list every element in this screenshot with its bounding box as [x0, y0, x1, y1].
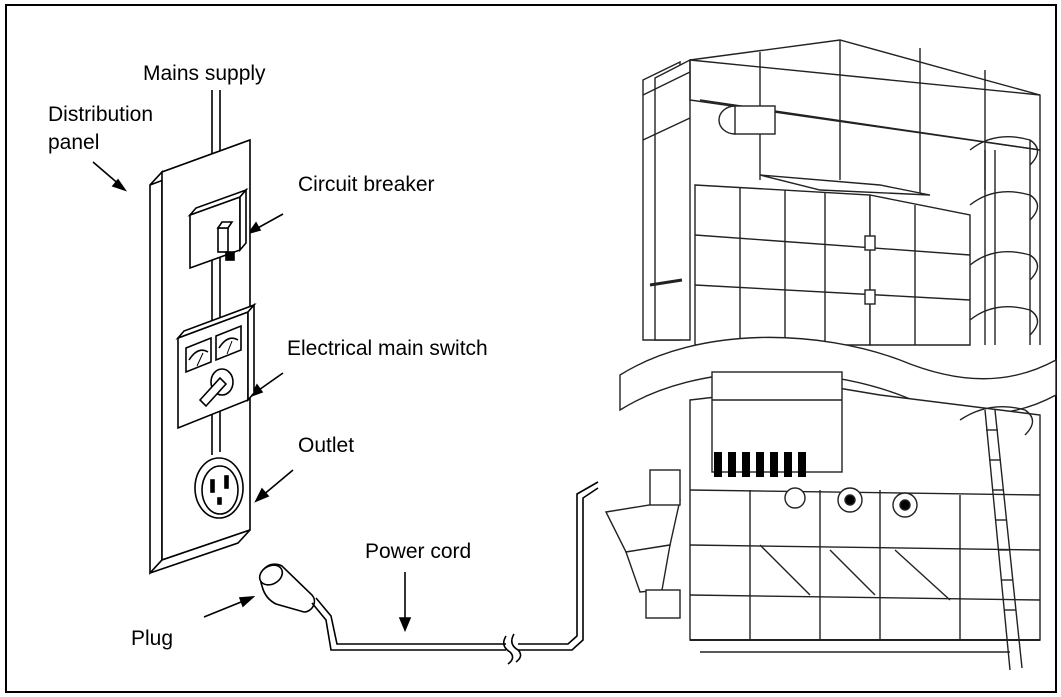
ladder-cage-upper [969, 135, 1041, 345]
leader-arrows [92, 161, 412, 633]
arrow-circuit-breaker-head [247, 221, 262, 235]
ladder-lower [959, 405, 1034, 671]
label-outlet: Outlet [298, 434, 354, 457]
distribution-panel [149, 90, 257, 576]
label-mains-supply: Mains supply [143, 62, 266, 85]
arrow-outlet [261, 469, 294, 497]
label-distribution-panel-line2: panel [48, 131, 99, 154]
arrow-power-cord-head [398, 617, 412, 633]
intake-hopper [604, 499, 681, 553]
electrical-main-switch [175, 302, 257, 430]
arrow-outlet-head [254, 487, 270, 503]
arrow-plug [203, 599, 247, 618]
label-electrical-main-switch: Electrical main switch [287, 337, 488, 360]
vent-slots [714, 452, 806, 477]
power-cord [311, 602, 506, 651]
label-distribution-panel-line1: Distribution [48, 103, 153, 126]
label-circuit-breaker: Circuit breaker [298, 173, 435, 196]
diagram-border [5, 4, 1057, 693]
plug-and-cord [258, 481, 599, 665]
circuit-breaker [187, 187, 249, 270]
grain-dryer-machine [604, 39, 1057, 671]
outlet [194, 457, 244, 519]
arrow-plug-head [238, 596, 256, 608]
panel-side-face [149, 169, 163, 576]
dryer-tank-upper [694, 184, 871, 346]
label-plug: Plug [131, 627, 173, 650]
label-power-cord: Power cord [365, 540, 471, 563]
arrow-distribution-panel-head [111, 178, 128, 192]
